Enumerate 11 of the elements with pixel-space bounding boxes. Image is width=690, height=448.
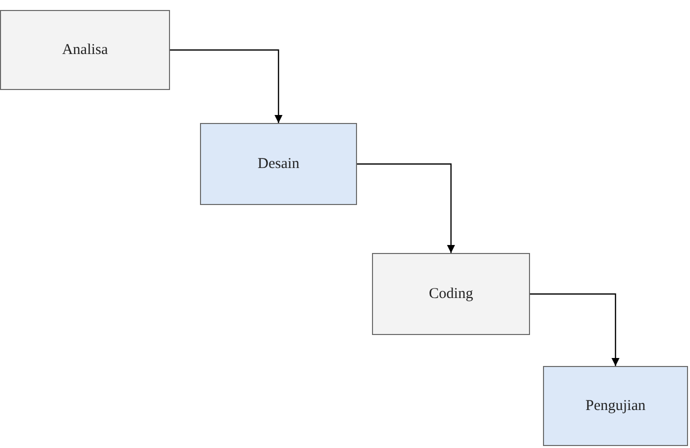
step-label: Desain: [258, 156, 300, 172]
step-label: Coding: [428, 286, 474, 302]
arrow: [357, 163, 455, 253]
step-label: Pengujian: [586, 398, 646, 414]
arrow: [530, 293, 620, 366]
arrow: [170, 49, 282, 123]
process-box: [543, 366, 688, 446]
process-box: [200, 123, 357, 205]
step-label: Analisa: [62, 42, 108, 58]
process-box: [372, 253, 530, 335]
process-box: [0, 10, 170, 90]
